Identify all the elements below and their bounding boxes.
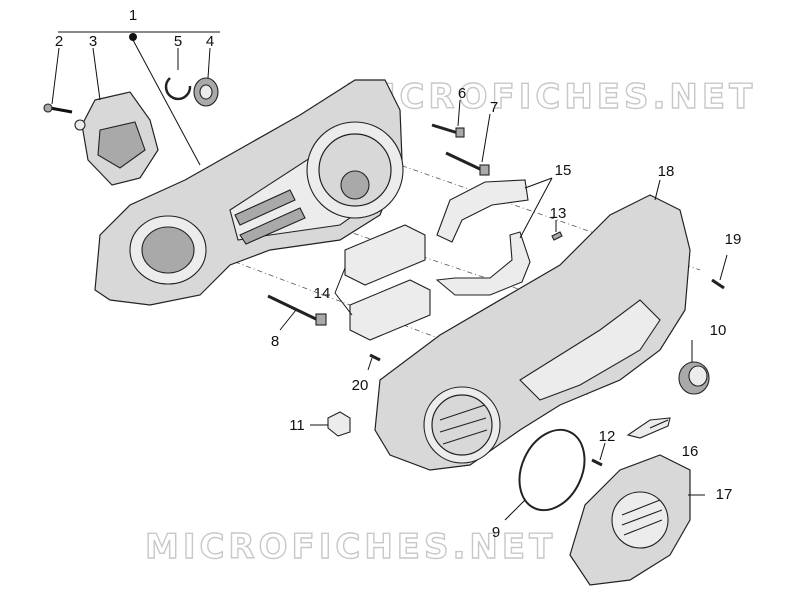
callout-9: 9 — [492, 524, 500, 541]
callout-19: 19 — [725, 231, 742, 248]
part-bolt-8 — [267, 294, 327, 326]
part-bearing — [193, 77, 219, 107]
part-screw-12 — [591, 458, 603, 467]
part-circlip — [164, 77, 192, 101]
part-clip-13 — [551, 231, 563, 241]
callout-3: 3 — [89, 33, 97, 50]
leader-lines — [51, 31, 728, 521]
callout-12: 12 — [599, 428, 616, 445]
watermark-bottom: MICROFICHES.NET — [145, 527, 556, 567]
part-bolt-6 — [431, 123, 465, 138]
callout-4: 4 — [206, 33, 214, 50]
callout-10: 10 — [710, 322, 727, 339]
callout-11: 11 — [289, 417, 305, 434]
callout-14: 14 — [314, 285, 331, 302]
callout-6: 6 — [458, 85, 466, 102]
callout-1: 1 — [129, 7, 137, 24]
callout-13: 13 — [550, 205, 567, 222]
callout-labels: 1 2 3 4 5 6 7 8 9 10 11 12 13 14 15 16 1… — [55, 7, 742, 541]
part-bolt-7 — [445, 151, 490, 176]
part-decorative-cover — [569, 454, 691, 586]
callout-2: 2 — [55, 33, 63, 50]
callout-18: 18 — [658, 163, 675, 180]
callout-17: 17 — [716, 486, 733, 503]
part-outer-cover — [374, 194, 691, 471]
part-foam-blocks — [344, 224, 431, 341]
part-screw-19 — [711, 278, 725, 290]
part-gasket — [518, 428, 586, 512]
callout-5: 5 — [174, 33, 182, 50]
part-cap — [678, 361, 710, 395]
reference-dot — [129, 33, 137, 41]
part-clip-11 — [327, 411, 351, 437]
callout-15: 15 — [555, 162, 572, 179]
part-left-crankcase-cover — [94, 79, 404, 306]
callout-7: 7 — [490, 99, 498, 116]
part-inner-cover — [74, 91, 159, 186]
part-seals — [435, 179, 531, 296]
callout-20: 20 — [352, 377, 369, 394]
watermark-top: MICROFICHES.NET — [345, 77, 756, 117]
part-trim — [626, 417, 671, 439]
part-screw-2 — [43, 103, 73, 114]
callout-16: 16 — [682, 443, 699, 460]
part-screw-20 — [369, 353, 381, 362]
callout-8: 8 — [271, 333, 279, 350]
